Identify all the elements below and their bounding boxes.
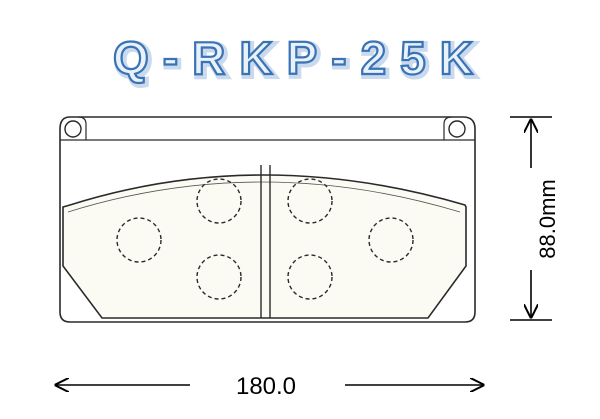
piston-marking-right-bottom <box>287 254 333 300</box>
right-ear <box>443 116 475 141</box>
piston-marking-left-bottom <box>196 254 242 300</box>
left-ear <box>60 116 87 141</box>
height-dimension-label: 88.0mm <box>535 179 560 258</box>
piston-marking-right-top <box>287 178 333 224</box>
right-mounting-hole <box>448 120 466 138</box>
part-number-title: Q-RKP-25K <box>113 32 487 84</box>
left-mounting-hole <box>64 120 82 138</box>
piston-marking-right-outer <box>368 217 414 263</box>
piston-marking-left-top <box>196 178 242 224</box>
width-dimension-label: 180.0 <box>236 373 296 400</box>
piston-marking-left-outer <box>116 217 162 263</box>
friction-pad-inner-edge <box>67 181 461 213</box>
friction-pad <box>62 174 467 319</box>
title-shadow: Q-RKP-25K <box>115 34 489 86</box>
